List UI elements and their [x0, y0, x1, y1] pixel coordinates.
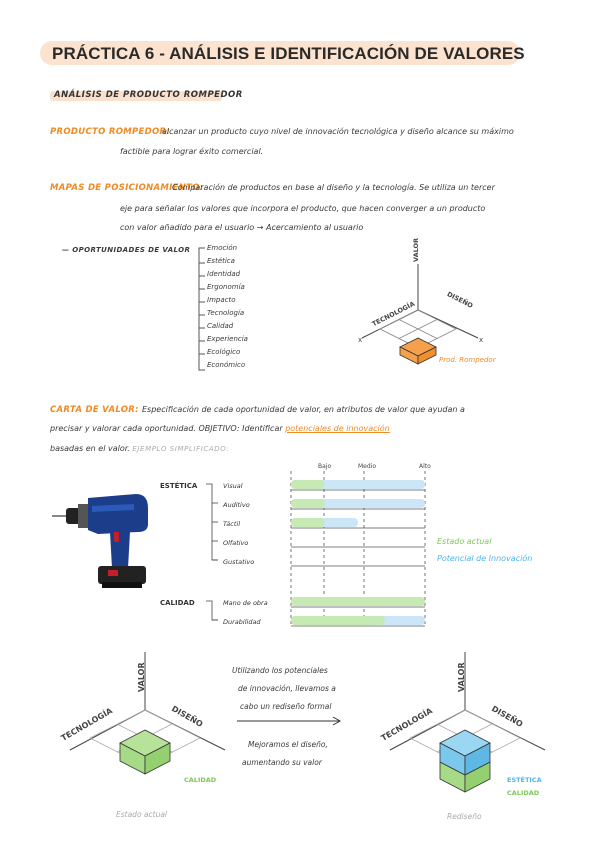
oportunidad-item: Experiencia	[207, 335, 248, 343]
row-label: Mano de obra	[223, 599, 268, 607]
scale-label: Medio	[358, 463, 376, 470]
small-cube-product-label: Prod. Rompedor	[439, 356, 496, 364]
scale-label: Bajo	[318, 463, 331, 470]
drill-image	[48, 476, 158, 596]
mapas-line2: eje para señalar los valores que incorpo…	[120, 204, 485, 213]
row-label: Gustativo	[223, 558, 254, 566]
oportunidad-item: Impacto	[207, 296, 236, 304]
row-label: Táctil	[223, 520, 240, 528]
producto-rompedor-label: PRODUCTO ROMPEDOR:	[50, 127, 170, 137]
right-valor-label: VALOR	[457, 662, 466, 692]
right-calidad-label: CALIDAD	[507, 789, 539, 797]
legend-potencial: Potencial de Innovación	[437, 554, 532, 563]
carta-label: CARTA DE VALOR:	[50, 405, 139, 415]
carta-line2: precisar y valorar cada oportunidad. OBJ…	[50, 424, 390, 433]
mid-line5: aumentando su valor	[242, 758, 322, 767]
right-caption: Rediseño	[447, 812, 482, 821]
bar-actual	[291, 480, 325, 489]
oportunidad-item: Ergonomía	[207, 283, 245, 291]
carta-line3: basadas en el valor. EJEMPLO SIMPLIFICAD…	[50, 444, 229, 453]
group-bracket	[206, 601, 218, 620]
bar-actual	[291, 518, 325, 527]
left-calidad-label: CALIDAD	[184, 776, 216, 784]
row-label: Durabilidad	[223, 618, 261, 626]
group-label: ESTÉTICA	[160, 481, 198, 490]
page-title: PRÁCTICA 6 - ANÁLISIS E IDENTIFICACIÓN D…	[52, 44, 525, 64]
oportunidad-item: Económico	[207, 361, 245, 369]
scale-label: Alto	[419, 463, 431, 470]
rediseno-diagram	[370, 640, 570, 830]
right-estetica-label: ESTÉTICA	[507, 776, 542, 784]
bar-actual	[291, 499, 325, 508]
mid-line1: Utilizando los potenciales	[232, 666, 328, 675]
arrow-icon	[235, 716, 345, 726]
section-subtitle: ANÁLISIS DE PRODUCTO ROMPEDOR	[54, 90, 243, 100]
oportunidad-item: Emoción	[207, 244, 237, 252]
mid-line3: cabo un rediseño formal	[240, 702, 331, 711]
mapas-line3: con valor añadido para el usuario → Acer…	[120, 223, 363, 232]
oportunidad-item: Tecnología	[207, 309, 244, 317]
bar-actual	[291, 616, 385, 625]
carta-example-label: EJEMPLO SIMPLIFICADO:	[132, 445, 229, 453]
bar-actual	[291, 597, 425, 606]
axis-x-mark: x	[479, 336, 483, 344]
oportunidades-bracket	[195, 244, 207, 374]
row-label: Olfativo	[223, 539, 248, 547]
mapas-line1: Comparación de productos en base al dise…	[172, 183, 495, 192]
carta-potenciales-highlight: potenciales de innovación	[285, 424, 390, 433]
oportunidad-item: Estética	[207, 257, 235, 265]
left-valor-label: VALOR	[137, 662, 146, 692]
oportunidad-item: Calidad	[207, 322, 233, 330]
carta-line1: Especificación de cada oportunidad de va…	[142, 405, 465, 414]
oportunidad-item: Ecológico	[207, 348, 240, 356]
estado-actual-diagram	[50, 640, 250, 830]
axis-x-mark: x	[358, 336, 362, 344]
oportunidades-label: — OPORTUNIDADES DE VALOR	[62, 246, 190, 254]
legend-actual: Estado actual	[437, 537, 491, 546]
producto-line1: alcanzar un producto cuyo nivel de innov…	[162, 127, 514, 136]
row-label: Auditivo	[222, 501, 250, 509]
mid-line4: Mejoramos el diseño,	[248, 740, 328, 749]
producto-line2: factible para lograr éxito comercial.	[120, 147, 263, 156]
left-caption: Estado actual	[116, 810, 167, 819]
row-label: Visual	[223, 482, 243, 490]
small-cube-valor-label: VALOR	[412, 238, 420, 262]
oportunidad-item: Identidad	[207, 270, 240, 278]
mid-line2: de innovación, llevamos a	[238, 684, 336, 693]
group-label: CALIDAD	[160, 599, 195, 607]
